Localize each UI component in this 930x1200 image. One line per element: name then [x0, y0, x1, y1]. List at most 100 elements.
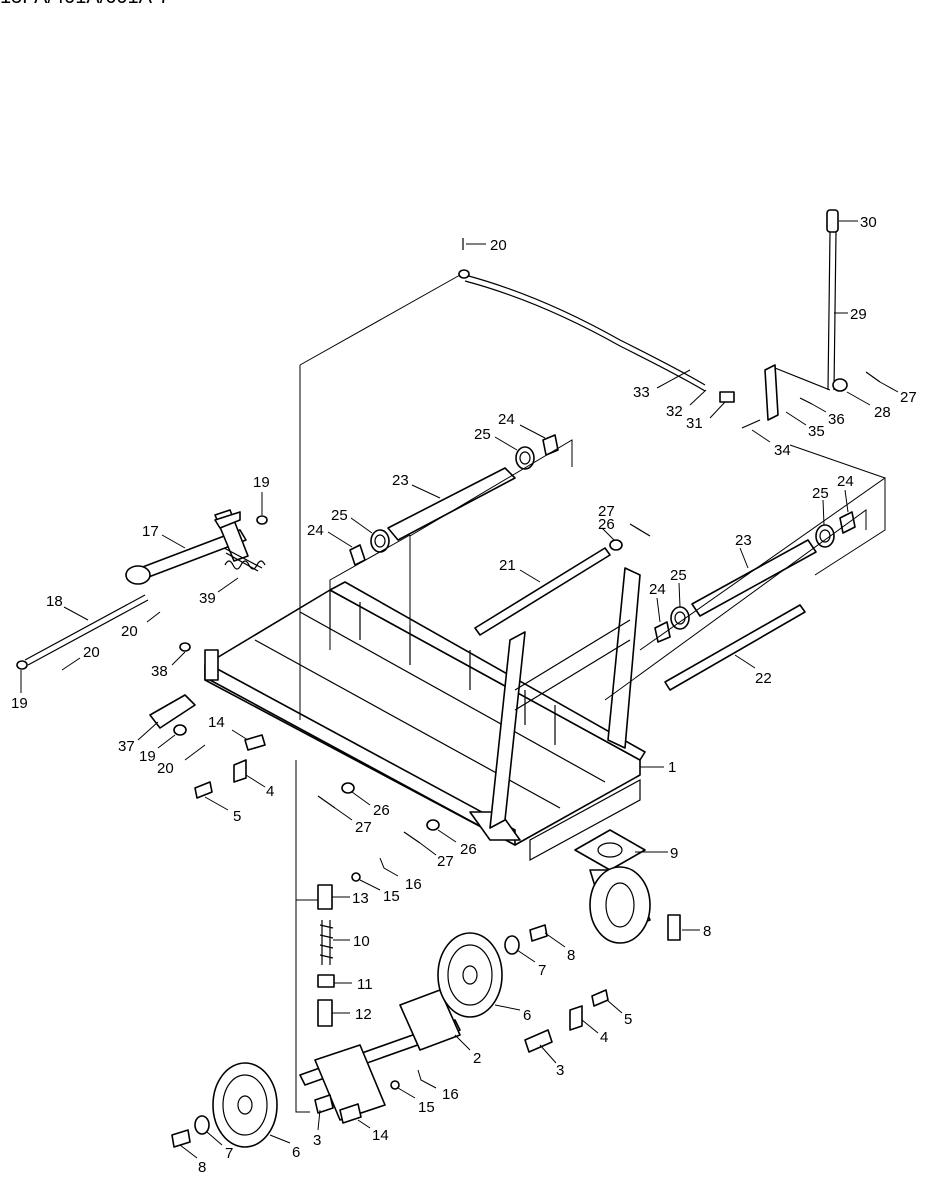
small-hardware [16, 515, 681, 1148]
callout-8-caster[interactable]: 8 [682, 923, 711, 940]
callout-label-20-left: 20 [83, 644, 100, 661]
callout-23-right[interactable]: 23 [735, 532, 752, 569]
model-code-header: 15PA/401A/601A-7 [0, 0, 170, 9]
callout-36[interactable]: 36 [799, 397, 845, 428]
callout-27-top[interactable]: 27 [598, 503, 651, 537]
callout-label-1: 1 [668, 759, 676, 776]
callout-7-left[interactable]: 7 [206, 1131, 233, 1162]
washer-7-right [504, 935, 520, 955]
callout-14-lower[interactable]: 14 [357, 1119, 389, 1144]
callout-label-25-top: 25 [474, 426, 491, 443]
rod-21 [474, 547, 611, 636]
callout-24-lower[interactable]: 24 [649, 581, 666, 623]
callout-1[interactable]: 1 [640, 759, 676, 776]
callout-39[interactable]: 39 [199, 577, 239, 607]
callout-3-left[interactable]: 3 [313, 1109, 321, 1149]
callout-label-14-lower: 14 [372, 1127, 389, 1144]
callout-25-right[interactable]: 25 [812, 485, 829, 526]
callout-11[interactable]: 11 [334, 976, 373, 993]
callout-label-32: 32 [666, 403, 683, 420]
callout-label-6-right: 6 [523, 1007, 531, 1024]
callout-25-top[interactable]: 25 [474, 426, 518, 451]
callout-label-27-right: 27 [900, 389, 917, 406]
callout-29[interactable]: 29 [834, 306, 867, 323]
callout-15-lower[interactable]: 15 [397, 1087, 435, 1116]
callout-2[interactable]: 2 [454, 1034, 481, 1067]
callout-27-mid[interactable]: 27 [317, 795, 372, 836]
callout-label-8-caster: 8 [703, 923, 711, 940]
callout-22[interactable]: 22 [734, 654, 772, 687]
callout-6-right[interactable]: 6 [494, 1004, 531, 1024]
callout-label-16-lower: 16 [442, 1086, 459, 1103]
wheel-6-lower [212, 1062, 278, 1148]
callout-23-upper[interactable]: 23 [392, 472, 441, 499]
callout-10[interactable]: 10 [333, 933, 370, 950]
callout-label-35: 35 [808, 423, 825, 440]
callout-label-8-lower: 8 [198, 1159, 206, 1176]
callout-24-top[interactable]: 24 [498, 411, 546, 439]
callout-label-19-left: 19 [11, 695, 28, 712]
callout-24-right[interactable]: 24 [837, 473, 854, 513]
callout-label-8-upper: 8 [567, 947, 575, 964]
callout-25-mid[interactable]: 25 [331, 507, 373, 534]
callout-label-20-top: 20 [490, 237, 507, 254]
callout-19-top[interactable]: 19 [253, 474, 270, 515]
callout-19-bracket[interactable]: 19 [139, 734, 176, 765]
callout-32[interactable]: 32 [666, 389, 707, 420]
callout-label-20-bracket: 20 [157, 760, 174, 777]
washer-7-left [194, 1115, 210, 1135]
callout-38[interactable]: 38 [151, 651, 186, 680]
callout-30[interactable]: 30 [839, 214, 877, 231]
callout-31[interactable]: 31 [686, 401, 726, 432]
callout-16-upper[interactable]: 16 [379, 857, 422, 893]
callout-25-lower[interactable]: 25 [670, 567, 687, 608]
callout-37[interactable]: 37 [118, 721, 159, 755]
callout-16-lower[interactable]: 16 [417, 1069, 459, 1103]
callout-20-left[interactable]: 20 [61, 644, 100, 671]
callout-35[interactable]: 35 [785, 411, 825, 440]
callout-24-mid[interactable]: 24 [307, 522, 353, 548]
callout-33[interactable]: 33 [633, 369, 691, 401]
callout-label-24-lower: 24 [649, 581, 666, 598]
callout-26-lower[interactable]: 26 [437, 829, 477, 858]
callout-label-13: 13 [352, 890, 369, 907]
callout-19-left[interactable]: 19 [11, 670, 28, 712]
callout-12[interactable]: 12 [332, 1006, 372, 1023]
callout-5-left[interactable]: 5 [204, 796, 241, 825]
callout-14-upper[interactable]: 14 [208, 714, 249, 741]
callout-4-left[interactable]: 4 [245, 774, 274, 800]
callout-label-9: 9 [670, 845, 678, 862]
spring-39 [224, 560, 266, 570]
callout-27-right[interactable]: 27 [865, 371, 917, 406]
callout-3-right[interactable]: 3 [539, 1044, 564, 1079]
callout-7-right[interactable]: 7 [516, 949, 546, 979]
callout-27-lower[interactable]: 27 [403, 831, 454, 870]
callout-18[interactable]: 18 [46, 593, 89, 621]
callout-15-upper[interactable]: 15 [359, 879, 400, 905]
callout-21[interactable]: 21 [499, 557, 541, 583]
shaft-23-right [691, 539, 817, 617]
callout-26-mid[interactable]: 26 [351, 791, 390, 819]
callout-20-bracket[interactable]: 20 [157, 744, 206, 777]
callout-label-16-upper: 16 [405, 876, 422, 893]
callout-20-top[interactable]: 20 [462, 237, 507, 254]
callout-label-34: 34 [774, 442, 791, 459]
callout-13[interactable]: 13 [332, 890, 369, 907]
callout-label-24-top: 24 [498, 411, 515, 428]
callout-6-left[interactable]: 6 [269, 1134, 300, 1161]
callout-label-20-mid: 20 [121, 623, 138, 640]
callout-label-21: 21 [499, 557, 516, 574]
callout-8-lower[interactable]: 8 [179, 1144, 206, 1176]
drawing-layer [16, 209, 886, 1148]
callout-4-right[interactable]: 4 [581, 1019, 608, 1046]
callout-5-right[interactable]: 5 [606, 999, 632, 1028]
callout-label-2: 2 [473, 1050, 481, 1067]
callout-26-top[interactable]: 26 [598, 516, 615, 541]
callout-9[interactable]: 9 [635, 845, 678, 862]
callout-8-upper[interactable]: 8 [544, 932, 575, 964]
shaft-23-upper [387, 467, 516, 541]
callout-20-mid[interactable]: 20 [121, 611, 161, 640]
callout-17[interactable]: 17 [142, 523, 186, 549]
callout-34[interactable]: 34 [751, 429, 791, 459]
callout-28[interactable]: 28 [846, 391, 891, 421]
